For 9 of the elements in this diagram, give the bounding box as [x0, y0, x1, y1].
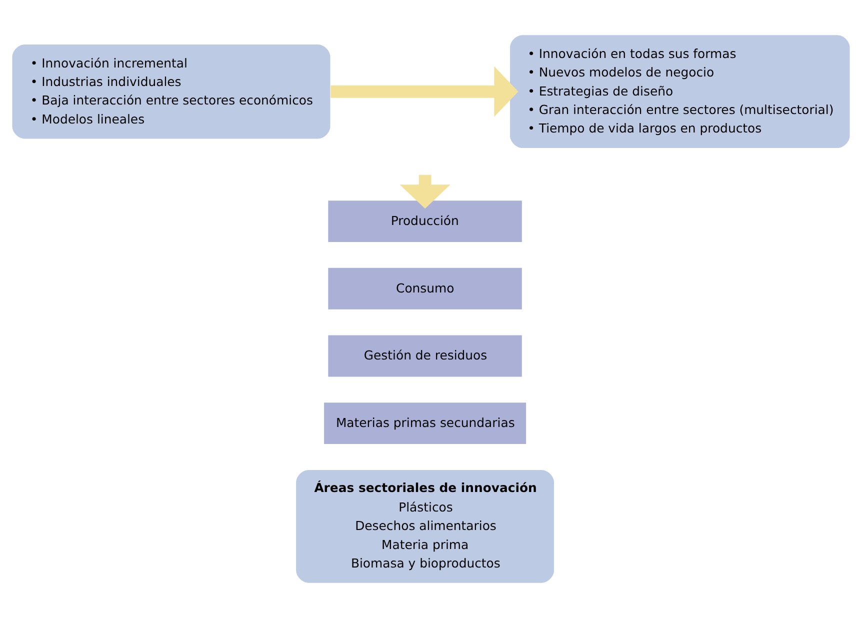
- node-box: Producción: [328, 200, 522, 242]
- arrow: [400, 174, 450, 209]
- node-box: Consumo: [328, 268, 522, 310]
- node-box: Materias primas secundarias: [324, 402, 526, 444]
- node-box: • Innovación en todas sus formas • Nuevos modelos de negocio • Estrategias de diseño • Gran interacción entre sectores (multisectorial) • Tiempo de vida largos en productos: [510, 35, 850, 148]
- node-box: Áreas sectoriales de innovación Plásticos Desechos alimentarios Materia prima Biomasa y bioproductos: [296, 470, 554, 583]
- node-box: Gestión de residuos: [328, 335, 522, 377]
- arrow: [330, 66, 518, 117]
- node-box: • Innovación incremental • Industrias individuales • Baja interacción entre sectores económicos • Modelos lineales: [12, 44, 330, 139]
